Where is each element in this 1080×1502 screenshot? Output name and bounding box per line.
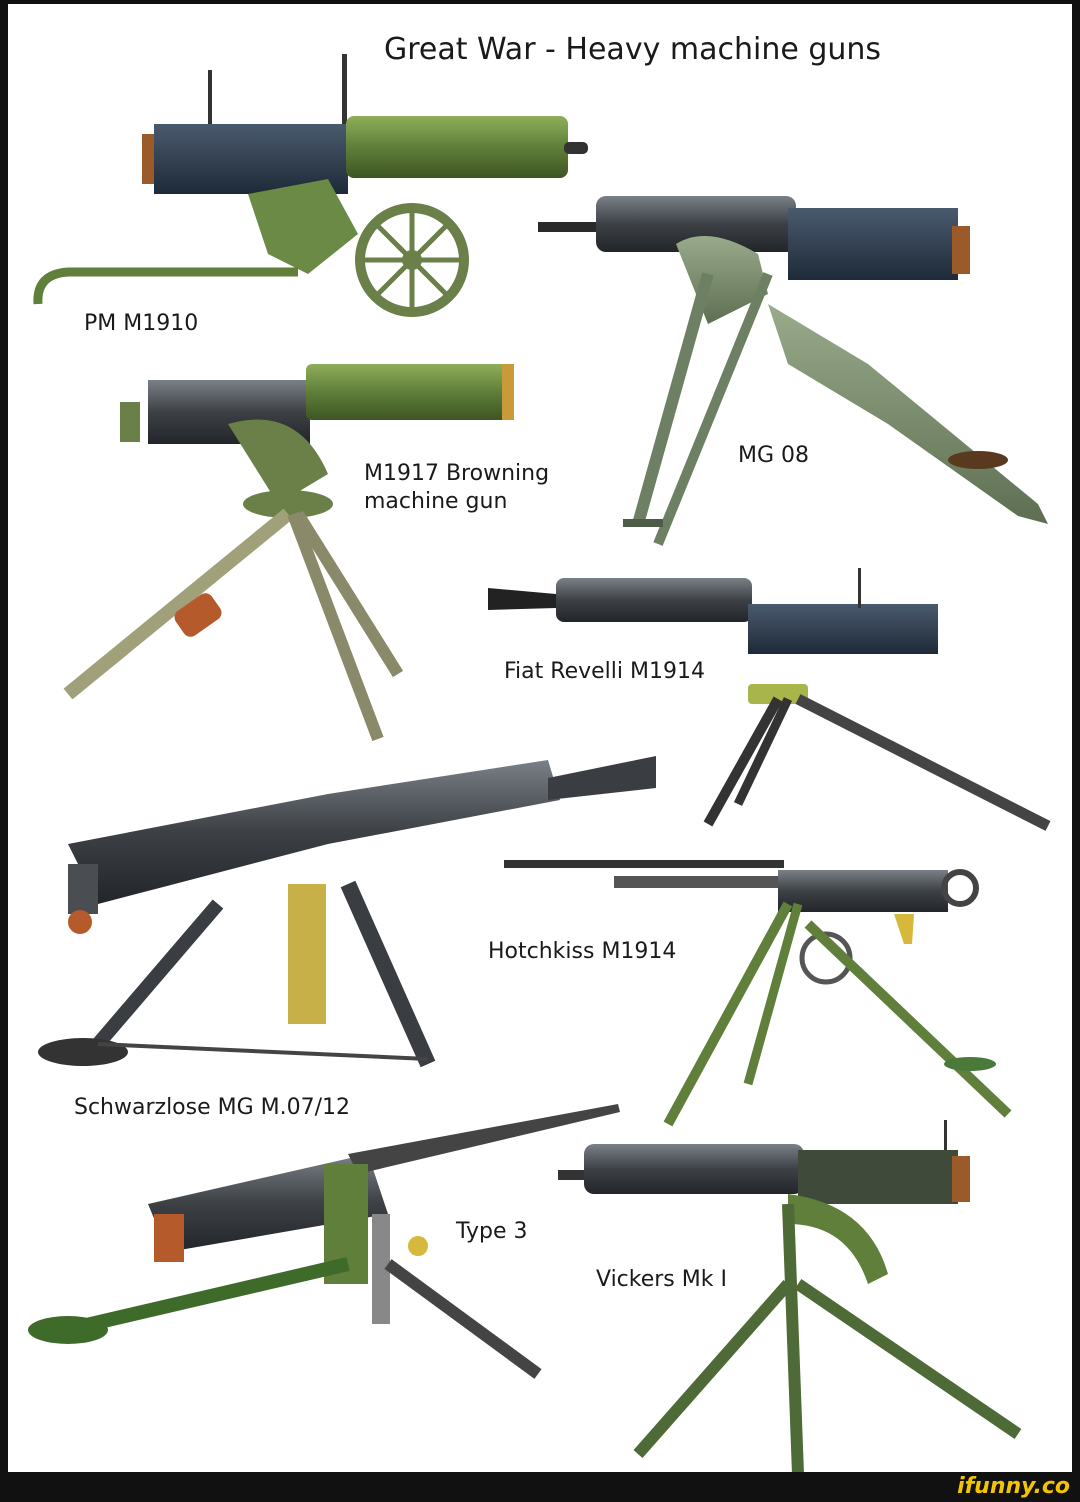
label-schwarzlose: Schwarzlose MG M.07/12 bbox=[74, 1095, 351, 1120]
poster: Great War - Heavy machine guns PM M1910 … bbox=[8, 4, 1072, 1472]
pm-m1910-gun bbox=[33, 54, 588, 317]
m1917-gun bbox=[63, 364, 514, 742]
footer-bar bbox=[0, 1472, 1080, 1502]
label-type3: Type 3 bbox=[456, 1219, 528, 1244]
label-hotchkiss: Hotchkiss M1914 bbox=[488, 939, 677, 964]
watermark-logo[interactable]: ifunny.co bbox=[957, 1474, 1070, 1499]
label-fiat-revelli: Fiat Revelli M1914 bbox=[504, 659, 705, 684]
label-m1917-line2: machine gun bbox=[364, 489, 508, 514]
vickers-gun bbox=[558, 1120, 1022, 1472]
weapons-illustration bbox=[28, 54, 1051, 1472]
mg08-gun bbox=[538, 196, 1048, 546]
label-pm-m1910: PM M1910 bbox=[84, 311, 199, 336]
label-mg08: MG 08 bbox=[738, 443, 810, 468]
schwarzlose-gun bbox=[38, 756, 656, 1068]
label-vickers: Vickers Mk I bbox=[596, 1267, 727, 1292]
type3-gun bbox=[28, 1104, 620, 1379]
label-m1917-line1: M1917 Browning bbox=[364, 461, 550, 486]
page-title: Great War - Heavy machine guns bbox=[384, 32, 882, 67]
fiat-revelli-gun bbox=[488, 568, 1051, 831]
hotchkiss-gun bbox=[504, 860, 1012, 1127]
